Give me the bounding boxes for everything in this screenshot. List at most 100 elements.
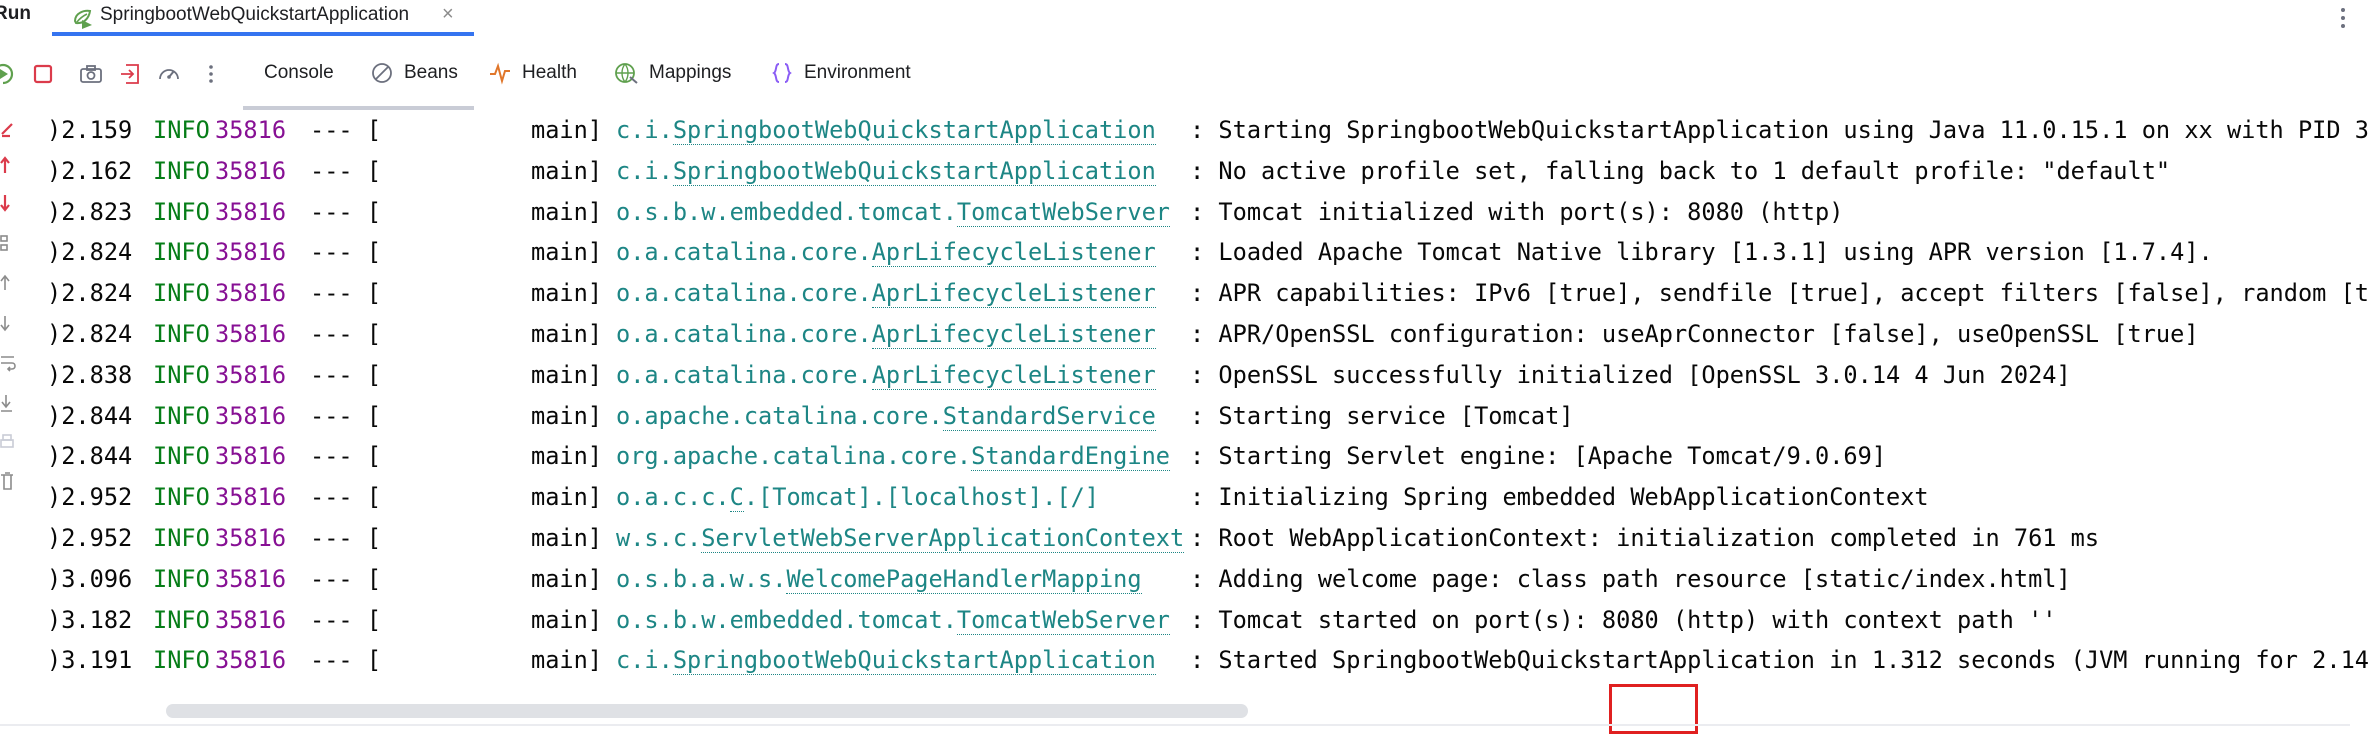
logger-class-link[interactable]: AprLifecycleListener bbox=[871, 361, 1156, 390]
next-occurrence-icon[interactable] bbox=[0, 192, 22, 214]
scroll-up-icon[interactable] bbox=[0, 272, 22, 294]
log-logger[interactable]: c.i.SpringbootWebQuickstartApplication bbox=[616, 151, 1156, 191]
tab-springboot-app[interactable]: SpringbootWebQuickstartApplication × bbox=[52, 0, 474, 36]
log-timestamp: )2.824 bbox=[47, 238, 133, 266]
logger-package: o.a.catalina.core. bbox=[616, 279, 872, 307]
log-timestamp: )2.844 bbox=[47, 442, 133, 470]
tab-environment[interactable]: Environment bbox=[770, 56, 911, 90]
log-level: INFO bbox=[153, 483, 210, 511]
scroll-to-end-icon[interactable] bbox=[0, 392, 22, 414]
close-tab-icon[interactable]: × bbox=[442, 3, 454, 25]
log-thread: main] bbox=[531, 646, 603, 674]
logger-package: w.s.c. bbox=[616, 524, 702, 552]
restore-layout-icon[interactable] bbox=[0, 116, 22, 138]
log-logger[interactable]: org.apache.catalina.core.StandardEngine bbox=[616, 436, 1170, 476]
soft-wrap-icon[interactable] bbox=[0, 352, 22, 374]
log-timestamp: )2.838 bbox=[47, 361, 133, 389]
log-pid: 35816 bbox=[215, 279, 287, 307]
logger-class-link[interactable]: C bbox=[729, 483, 744, 512]
tab-health[interactable]: Health bbox=[488, 56, 577, 90]
clear-all-icon[interactable] bbox=[0, 470, 22, 492]
health-icon bbox=[490, 62, 510, 85]
logger-class-link[interactable]: StandardService bbox=[942, 402, 1156, 431]
log-logger[interactable]: o.a.catalina.core.AprLifecycleListener bbox=[616, 232, 1156, 272]
log-separator: --- [ bbox=[310, 565, 382, 593]
console-tab-indicator bbox=[243, 106, 474, 110]
log-pid: 35816 bbox=[215, 116, 287, 144]
logger-class-link[interactable]: SpringbootWebQuickstartApplication bbox=[672, 646, 1156, 675]
structure-icon[interactable] bbox=[0, 232, 22, 254]
logger-class-link[interactable]: SpringbootWebQuickstartApplication bbox=[672, 157, 1156, 186]
log-logger[interactable]: c.i.SpringbootWebQuickstartApplication bbox=[616, 640, 1156, 680]
tab-beans[interactable]: Beans bbox=[370, 56, 458, 90]
log-level: INFO bbox=[153, 442, 210, 470]
log-timestamp: )2.844 bbox=[47, 402, 133, 430]
logger-class-link[interactable]: WelcomePageHandlerMapping bbox=[786, 565, 1142, 594]
logger-class-link[interactable]: TomcatWebServer bbox=[956, 606, 1170, 635]
log-logger[interactable]: o.s.b.a.w.s.WelcomePageHandlerMapping bbox=[616, 559, 1142, 599]
more-options-icon[interactable] bbox=[2334, 0, 2350, 36]
logger-class-link[interactable]: AprLifecycleListener bbox=[871, 279, 1156, 308]
log-pid: 35816 bbox=[215, 646, 287, 674]
more-vertical-icon[interactable] bbox=[198, 61, 224, 87]
log-message: : Adding welcome page: class path resour… bbox=[1190, 565, 2071, 593]
log-separator: --- [ bbox=[310, 402, 382, 430]
log-logger[interactable]: o.s.b.w.embedded.tomcat.TomcatWebServer bbox=[616, 192, 1170, 232]
logger-class-link[interactable]: StandardEngine bbox=[971, 442, 1170, 471]
horizontal-scrollbar[interactable] bbox=[166, 704, 1248, 718]
print-icon[interactable] bbox=[0, 432, 22, 454]
log-logger[interactable]: o.a.c.c.C.[Tomcat].[localhost].[/] bbox=[616, 477, 1099, 517]
logger-class-link[interactable]: SpringbootWebQuickstartApplication bbox=[672, 116, 1156, 145]
stop-icon[interactable] bbox=[30, 61, 56, 87]
log-timestamp: )2.823 bbox=[47, 198, 133, 226]
previous-occurrence-icon[interactable] bbox=[0, 154, 22, 176]
exit-icon[interactable] bbox=[118, 61, 144, 87]
beans-icon bbox=[372, 63, 392, 83]
log-pid: 35816 bbox=[215, 442, 287, 470]
gauge-icon[interactable] bbox=[156, 61, 182, 87]
log-logger[interactable]: o.s.b.w.embedded.tomcat.TomcatWebServer bbox=[616, 600, 1170, 640]
log-thread: main] bbox=[531, 442, 603, 470]
log-pid: 35816 bbox=[215, 238, 287, 266]
tab-console-label: Console bbox=[264, 62, 334, 83]
log-message: : Starting service [Tomcat] bbox=[1190, 402, 1574, 430]
log-separator: --- [ bbox=[310, 320, 382, 348]
log-timestamp: )3.096 bbox=[47, 565, 133, 593]
log-separator: --- [ bbox=[310, 442, 382, 470]
logger-class-link[interactable]: TomcatWebServer bbox=[956, 198, 1170, 227]
log-message: : APR/OpenSSL configuration: useAprConne… bbox=[1190, 320, 2199, 348]
tab-mappings-label: Mappings bbox=[649, 62, 732, 83]
logger-package: c.i. bbox=[616, 646, 673, 674]
log-separator: --- [ bbox=[310, 646, 382, 674]
log-logger[interactable]: o.a.catalina.core.AprLifecycleListener bbox=[616, 273, 1156, 313]
log-timestamp: )2.952 bbox=[47, 483, 133, 511]
log-logger[interactable]: c.i.SpringbootWebQuickstartApplication bbox=[616, 110, 1156, 150]
log-logger[interactable]: o.a.catalina.core.AprLifecycleListener bbox=[616, 314, 1156, 354]
run-tool-window-title: Run bbox=[0, 3, 31, 24]
log-thread: main] bbox=[531, 198, 603, 226]
scroll-down-icon[interactable] bbox=[0, 312, 22, 334]
log-timestamp: )2.952 bbox=[47, 524, 133, 552]
logger-class-link[interactable]: AprLifecycleListener bbox=[871, 238, 1156, 267]
log-logger[interactable]: o.a.catalina.core.AprLifecycleListener bbox=[616, 355, 1156, 395]
log-thread: main] bbox=[531, 524, 603, 552]
log-thread: main] bbox=[531, 606, 603, 634]
log-message: : Started SpringbootWebQuickstartApplica… bbox=[1190, 646, 2369, 674]
log-message: : Initializing Spring embedded WebApplic… bbox=[1190, 483, 1929, 511]
logger-class-link[interactable]: ServletWebServerApplicationContext bbox=[701, 524, 1185, 553]
camera-icon[interactable] bbox=[78, 61, 104, 87]
rerun-icon[interactable] bbox=[0, 61, 16, 87]
log-logger[interactable]: w.s.c.ServletWebServerApplicationContext bbox=[616, 518, 1185, 558]
logger-class-link[interactable]: AprLifecycleListener bbox=[871, 320, 1156, 349]
logger-package: o.a.catalina.core. bbox=[616, 361, 872, 389]
logger-suffix: .[Tomcat].[localhost].[/] bbox=[743, 483, 1099, 511]
log-logger[interactable]: o.apache.catalina.core.StandardService bbox=[616, 396, 1156, 436]
tab-mappings[interactable]: Mappings bbox=[613, 56, 731, 90]
tab-console[interactable]: Console bbox=[264, 56, 334, 90]
tab-beans-label: Beans bbox=[404, 62, 458, 83]
log-separator: --- [ bbox=[310, 483, 382, 511]
log-pid: 35816 bbox=[215, 524, 287, 552]
